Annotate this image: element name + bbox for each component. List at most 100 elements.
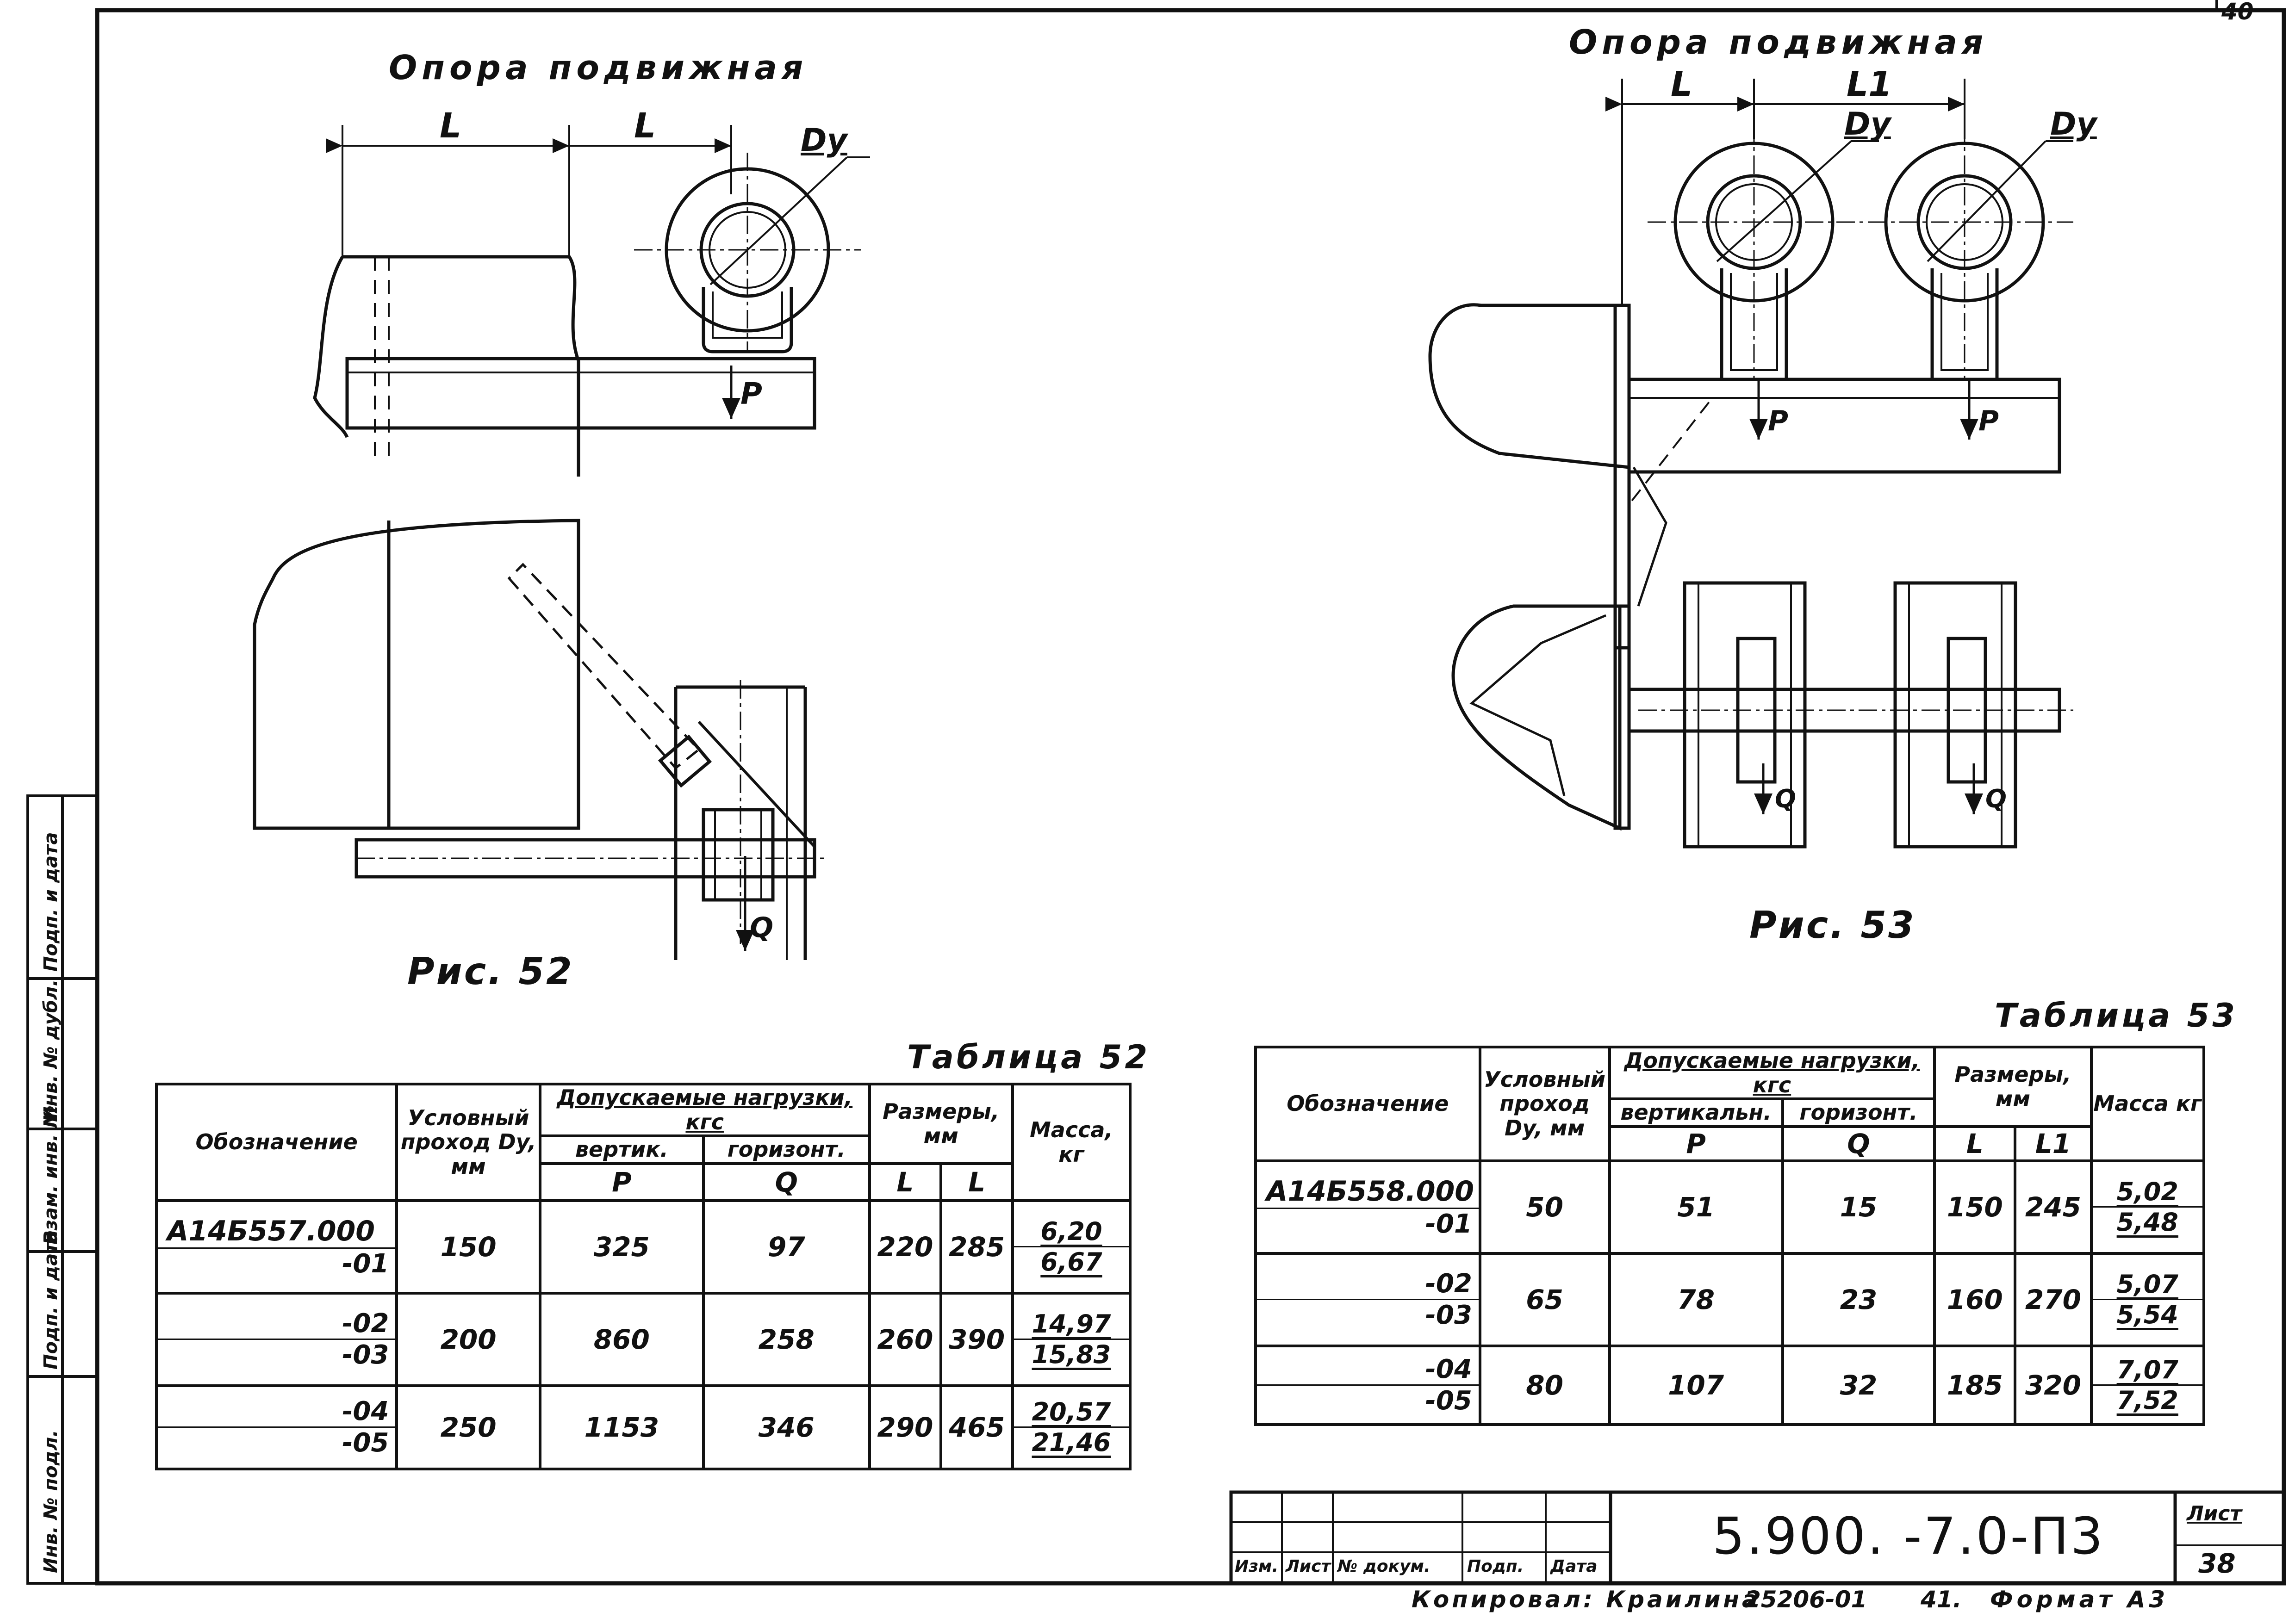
table52-header-size-l: L (939, 1162, 1014, 1202)
fig53-top-view (1428, 93, 2073, 650)
table53-L: 150 (1933, 1159, 2017, 1255)
table53-header-size-L: L (1933, 1125, 2017, 1162)
side-stamp-vzam-inv: Взам. инв. № (40, 1105, 62, 1245)
table53-L1: 320 (2014, 1344, 2093, 1426)
fig53-dy-label-2: Dy (2050, 106, 2097, 143)
fig53-load-q-2: Q (1985, 784, 2007, 813)
table53-header-horiz-sym: Q (1781, 1125, 1936, 1162)
table52-header-size-L: L (868, 1162, 943, 1202)
table52-p: 860 (538, 1291, 705, 1387)
table52-designation: -03 (158, 1339, 396, 1370)
table52-mass: 21,46 (1014, 1426, 1129, 1457)
table53-header-vert-sym: P (1608, 1125, 1784, 1162)
table53-dy: 80 (1478, 1344, 1611, 1426)
title-block-col-sign: Подп. (1467, 1557, 1524, 1576)
table53-header-loads: Допускаемые нагрузки, кгс (1608, 1046, 1936, 1100)
table52-p: 1153 (538, 1384, 705, 1470)
table52-header-vert-sym: P (538, 1162, 705, 1202)
table53-caption: Таблица 53 (1995, 997, 2238, 1035)
table53-p: 78 (1608, 1252, 1784, 1347)
fig52-load-q: Q (750, 911, 774, 944)
fig52-dimension-lines (326, 125, 732, 257)
fig53-load-q-1: Q (1775, 784, 1796, 813)
table53-header-vert: вертикальн. (1608, 1097, 1784, 1128)
sheet-format: Формат А3 (1990, 1586, 2169, 1613)
table52-mass: 6,20 (1040, 1217, 1102, 1246)
title-block-col-date: Дата (1550, 1557, 1598, 1576)
table52-mass: 14,97 (1032, 1309, 1111, 1339)
sheet-label: Лист (2187, 1502, 2242, 1525)
table-row: А14Б558.000 -01 50 51 15 150 245 5,02 5,… (1254, 1159, 2206, 1255)
table52-header-horiz: горизонт. (702, 1134, 871, 1165)
fig53-dimension-lines (1605, 79, 1965, 305)
title-block-frame (1229, 1490, 2286, 1585)
title-block-col-izm: Изм. (1235, 1557, 1279, 1576)
side-stamp-inv-podl: Инв. № подл. (40, 1430, 62, 1573)
table52-designation: -05 (158, 1426, 396, 1458)
table53-designation: -02 (1425, 1269, 1472, 1299)
table52-dy: 250 (395, 1384, 541, 1470)
table53-dy: 50 (1478, 1159, 1611, 1255)
table53-header-passage: Условный проход Dy, мм (1478, 1046, 1611, 1162)
table52-designation: А14Б557.000 (167, 1215, 375, 1247)
fig53-dim-right: L1 (1847, 64, 1892, 104)
table52-mass: 6,67 (1014, 1246, 1129, 1277)
table52-L: 260 (868, 1291, 943, 1387)
fig53-load-p-1: P (1768, 405, 1788, 437)
table53-mass: 5,54 (2092, 1299, 2202, 1329)
table53-L1: 245 (2014, 1159, 2093, 1255)
fig52-caption: Рис. 52 (407, 950, 574, 993)
table52-q: 258 (702, 1291, 871, 1387)
table52-header-horiz-sym: Q (702, 1162, 871, 1202)
fig52-title: Опора подвижная (389, 48, 808, 87)
table53-header-designation: Обозначение (1254, 1046, 1481, 1162)
table53-designation: А14Б558.000 (1266, 1175, 1474, 1208)
table52-mass: 15,83 (1014, 1339, 1129, 1369)
table52-header-designation: Обозначение (155, 1083, 398, 1202)
fig52-dy-label: Dy (801, 122, 847, 159)
table-row: -02 -03 65 78 23 160 270 5,07 5,54 (1254, 1252, 2206, 1347)
table53-q: 23 (1781, 1252, 1936, 1347)
table53-L1: 270 (2014, 1252, 2093, 1347)
table52-dy: 150 (395, 1199, 541, 1295)
table53-dy: 65 (1478, 1252, 1611, 1347)
table52-q: 346 (702, 1384, 871, 1470)
side-stamp-frame (26, 794, 99, 1585)
order-number: 41. (1921, 1586, 1962, 1613)
side-stamp-podp-data-1: Подп. и дата (40, 1230, 62, 1370)
table52-mass: 20,57 (1032, 1397, 1111, 1427)
table52-header-passage: Условный проход Dy, мм (395, 1083, 541, 1202)
table-row: -04 -05 80 107 32 185 320 7,07 7,52 (1254, 1344, 2206, 1426)
table53-L: 185 (1933, 1344, 2017, 1426)
title-block-col-list: Лист (1286, 1557, 1331, 1576)
table53-header-horiz: горизонт. (1781, 1097, 1936, 1128)
sheet-number: 38 (2198, 1548, 2236, 1579)
table52-designation: -02 (342, 1308, 389, 1339)
side-stamp-podp-data-2: Подп. и дата (40, 832, 62, 972)
table53-q: 15 (1781, 1159, 1936, 1255)
fig52-plan-view (253, 519, 824, 960)
table52-l: 390 (939, 1291, 1014, 1387)
side-stamp-inv-dubl: Инв. № дубл. (40, 979, 62, 1122)
copied-by: Копировал: Краилина (1412, 1586, 1760, 1613)
table53-designation: -05 (1257, 1384, 1479, 1416)
table52-l: 285 (939, 1199, 1014, 1295)
table52-q: 97 (702, 1199, 871, 1295)
table53-mass: 7,52 (2092, 1384, 2202, 1415)
table52-caption: Таблица 52 (907, 1038, 1151, 1076)
fig53-title: Опора подвижная (1569, 23, 1988, 62)
fig52-dim-right: L (634, 106, 656, 146)
table53-designation: -04 (1425, 1354, 1472, 1385)
table52-dy: 200 (395, 1291, 541, 1387)
table52-p: 325 (538, 1199, 705, 1295)
order-code: 25206-01 (1745, 1586, 1867, 1613)
table-row: -04 -05 250 1153 346 290 465 20,57 21,46 (155, 1384, 1132, 1470)
fig53-plan-view (1451, 581, 2073, 849)
table53-L: 160 (1933, 1252, 2017, 1347)
table52-header-loads: Допускаемые нагрузки, кгс (538, 1083, 871, 1137)
table53-mass: 5,02 (2116, 1177, 2178, 1207)
table53-header-size-L1: L1 (2014, 1125, 2093, 1162)
document-code: 5.900. -7.0-П3 (1712, 1506, 2105, 1566)
table52-header-sizes: Размеры, мм (868, 1083, 1014, 1165)
